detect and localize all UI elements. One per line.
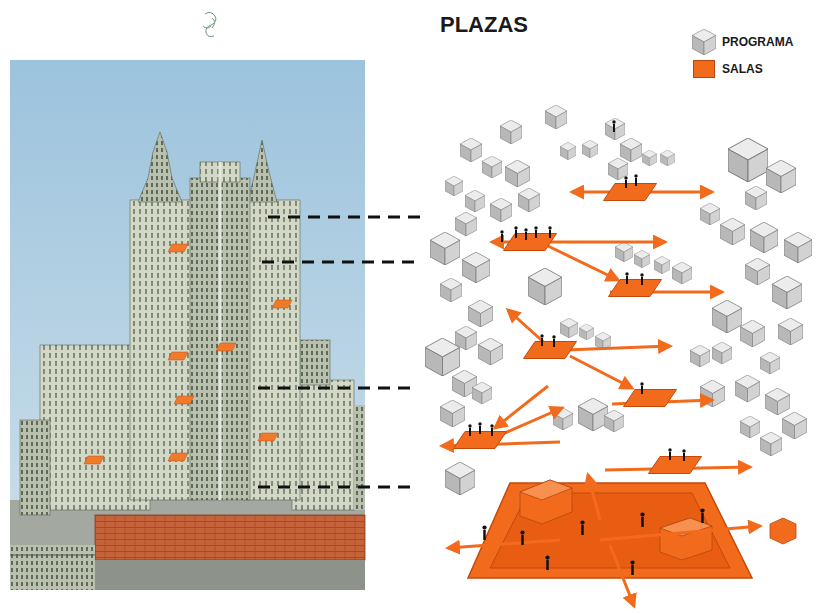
logo bbox=[203, 12, 216, 36]
people bbox=[468, 120, 704, 575]
diagram-title: PLAZAS bbox=[440, 12, 528, 38]
building-illustration bbox=[10, 60, 365, 590]
legend-cube-icon bbox=[692, 29, 716, 55]
sala-flows-ground bbox=[448, 475, 760, 606]
legend-label: SALAS bbox=[722, 62, 763, 76]
legend-swatch bbox=[693, 60, 715, 78]
program-cubes bbox=[425, 105, 812, 495]
legend-label: PROGRAMA bbox=[722, 35, 793, 49]
leader-lines bbox=[258, 217, 425, 487]
sala-plates bbox=[454, 184, 797, 579]
sala-flows bbox=[442, 192, 750, 470]
